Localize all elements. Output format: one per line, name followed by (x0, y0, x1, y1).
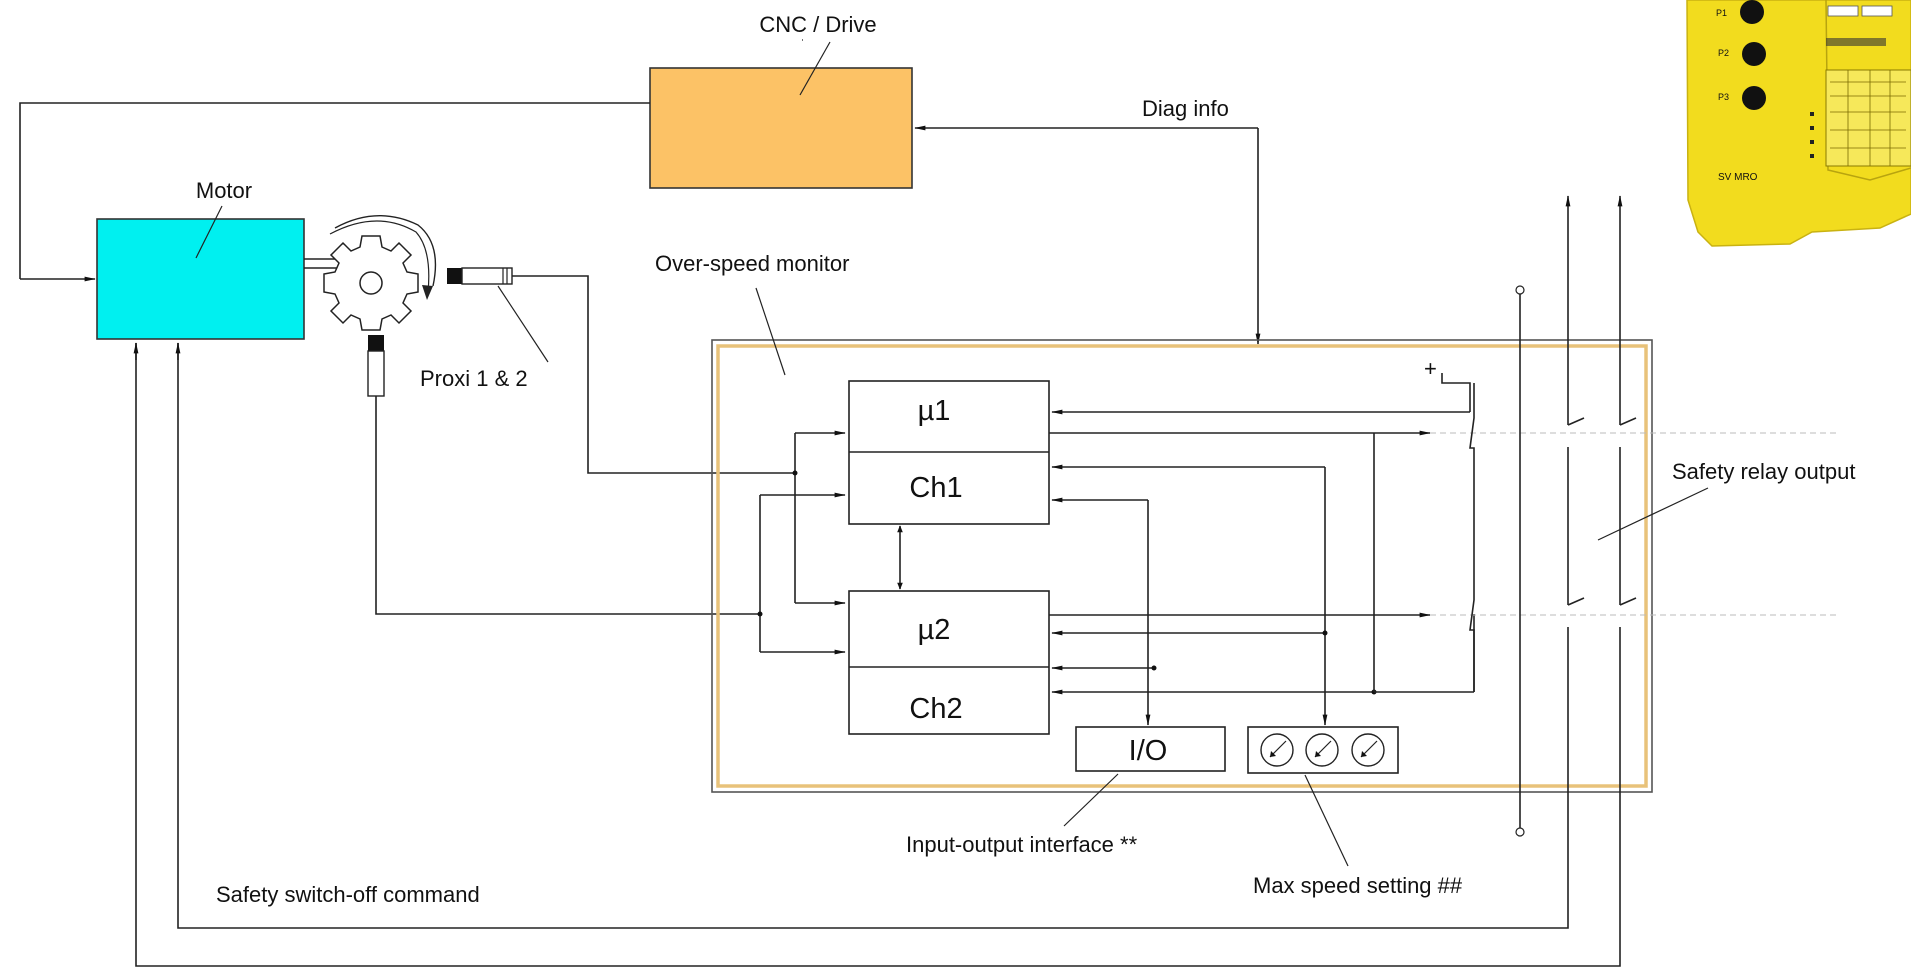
relay-leader-line (1597, 487, 1709, 541)
proxi-leader-line (497, 285, 549, 363)
max-speed-leader-line (1304, 774, 1349, 867)
dial-3-icon (1351, 733, 1385, 767)
channel-wiring: + (1049, 356, 1475, 726)
safety-relay-contacts (133, 195, 1840, 967)
cnc-drive-block: CNC / Drive (649, 12, 913, 189)
cnc-drive-leader-line (799, 41, 831, 96)
device-dial-label-1: P1 (1716, 8, 1727, 18)
channel-1-block: µ1 Ch1 (848, 380, 1050, 525)
diag-info-label: Diag info (1142, 96, 1229, 121)
safety-relay-output-group: Safety relay output (1597, 459, 1855, 541)
bottom-annotations: Input-output interface ** Max speed sett… (216, 773, 1463, 907)
mu1-label: µ1 (918, 395, 951, 427)
device-model-label: SV MRO (1718, 172, 1758, 183)
io-interface-label: Input-output interface ** (906, 832, 1138, 857)
encoder-gear-icon (304, 215, 437, 331)
diag-info-line: Diag info (914, 96, 1261, 345)
dial-1-icon (1260, 733, 1294, 767)
max-speed-dials (1247, 726, 1399, 774)
proximity-sensor-2 (367, 335, 760, 615)
cnc-drive-label: CNC / Drive (759, 12, 876, 37)
safety-relay-output-label: Safety relay output (1672, 459, 1855, 484)
motor-block: Motor (96, 178, 305, 340)
proxi-label: Proxi 1 & 2 (420, 366, 528, 391)
dial-2-icon (1305, 733, 1339, 767)
cnc-to-motor-line (19, 102, 650, 282)
safety-switch-off-label: Safety switch-off command (216, 882, 480, 907)
safety-relay-device-image: P1 P2 P3 SV MRO (1686, 0, 1911, 247)
io-leader-line (1063, 773, 1119, 827)
over-speed-monitor-block: Over-speed monitor (655, 251, 1653, 793)
monitor-leader-line (755, 287, 786, 376)
ch1-label: Ch1 (909, 472, 962, 504)
max-speed-label: Max speed setting ## (1253, 873, 1463, 898)
device-dial-label-2: P2 (1718, 48, 1729, 58)
ch2-label: Ch2 (909, 693, 962, 725)
sensor-feed-lines (757, 430, 846, 655)
motor-label: Motor (196, 178, 252, 203)
proxi-label-group: Proxi 1 & 2 (420, 285, 549, 391)
io-label: I/O (1129, 735, 1168, 767)
io-block: I/O (1075, 726, 1226, 772)
device-dial-label-3: P3 (1718, 92, 1729, 102)
motor-leader-line (195, 205, 223, 259)
plus-terminal-label: + (1424, 356, 1437, 381)
device-dial-icons (1740, 0, 1766, 110)
channel-2-block: µ2 Ch2 (848, 590, 1050, 735)
over-speed-monitor-label: Over-speed monitor (655, 251, 849, 276)
proximity-sensor-1 (447, 267, 795, 474)
mu2-label: µ2 (918, 614, 951, 646)
